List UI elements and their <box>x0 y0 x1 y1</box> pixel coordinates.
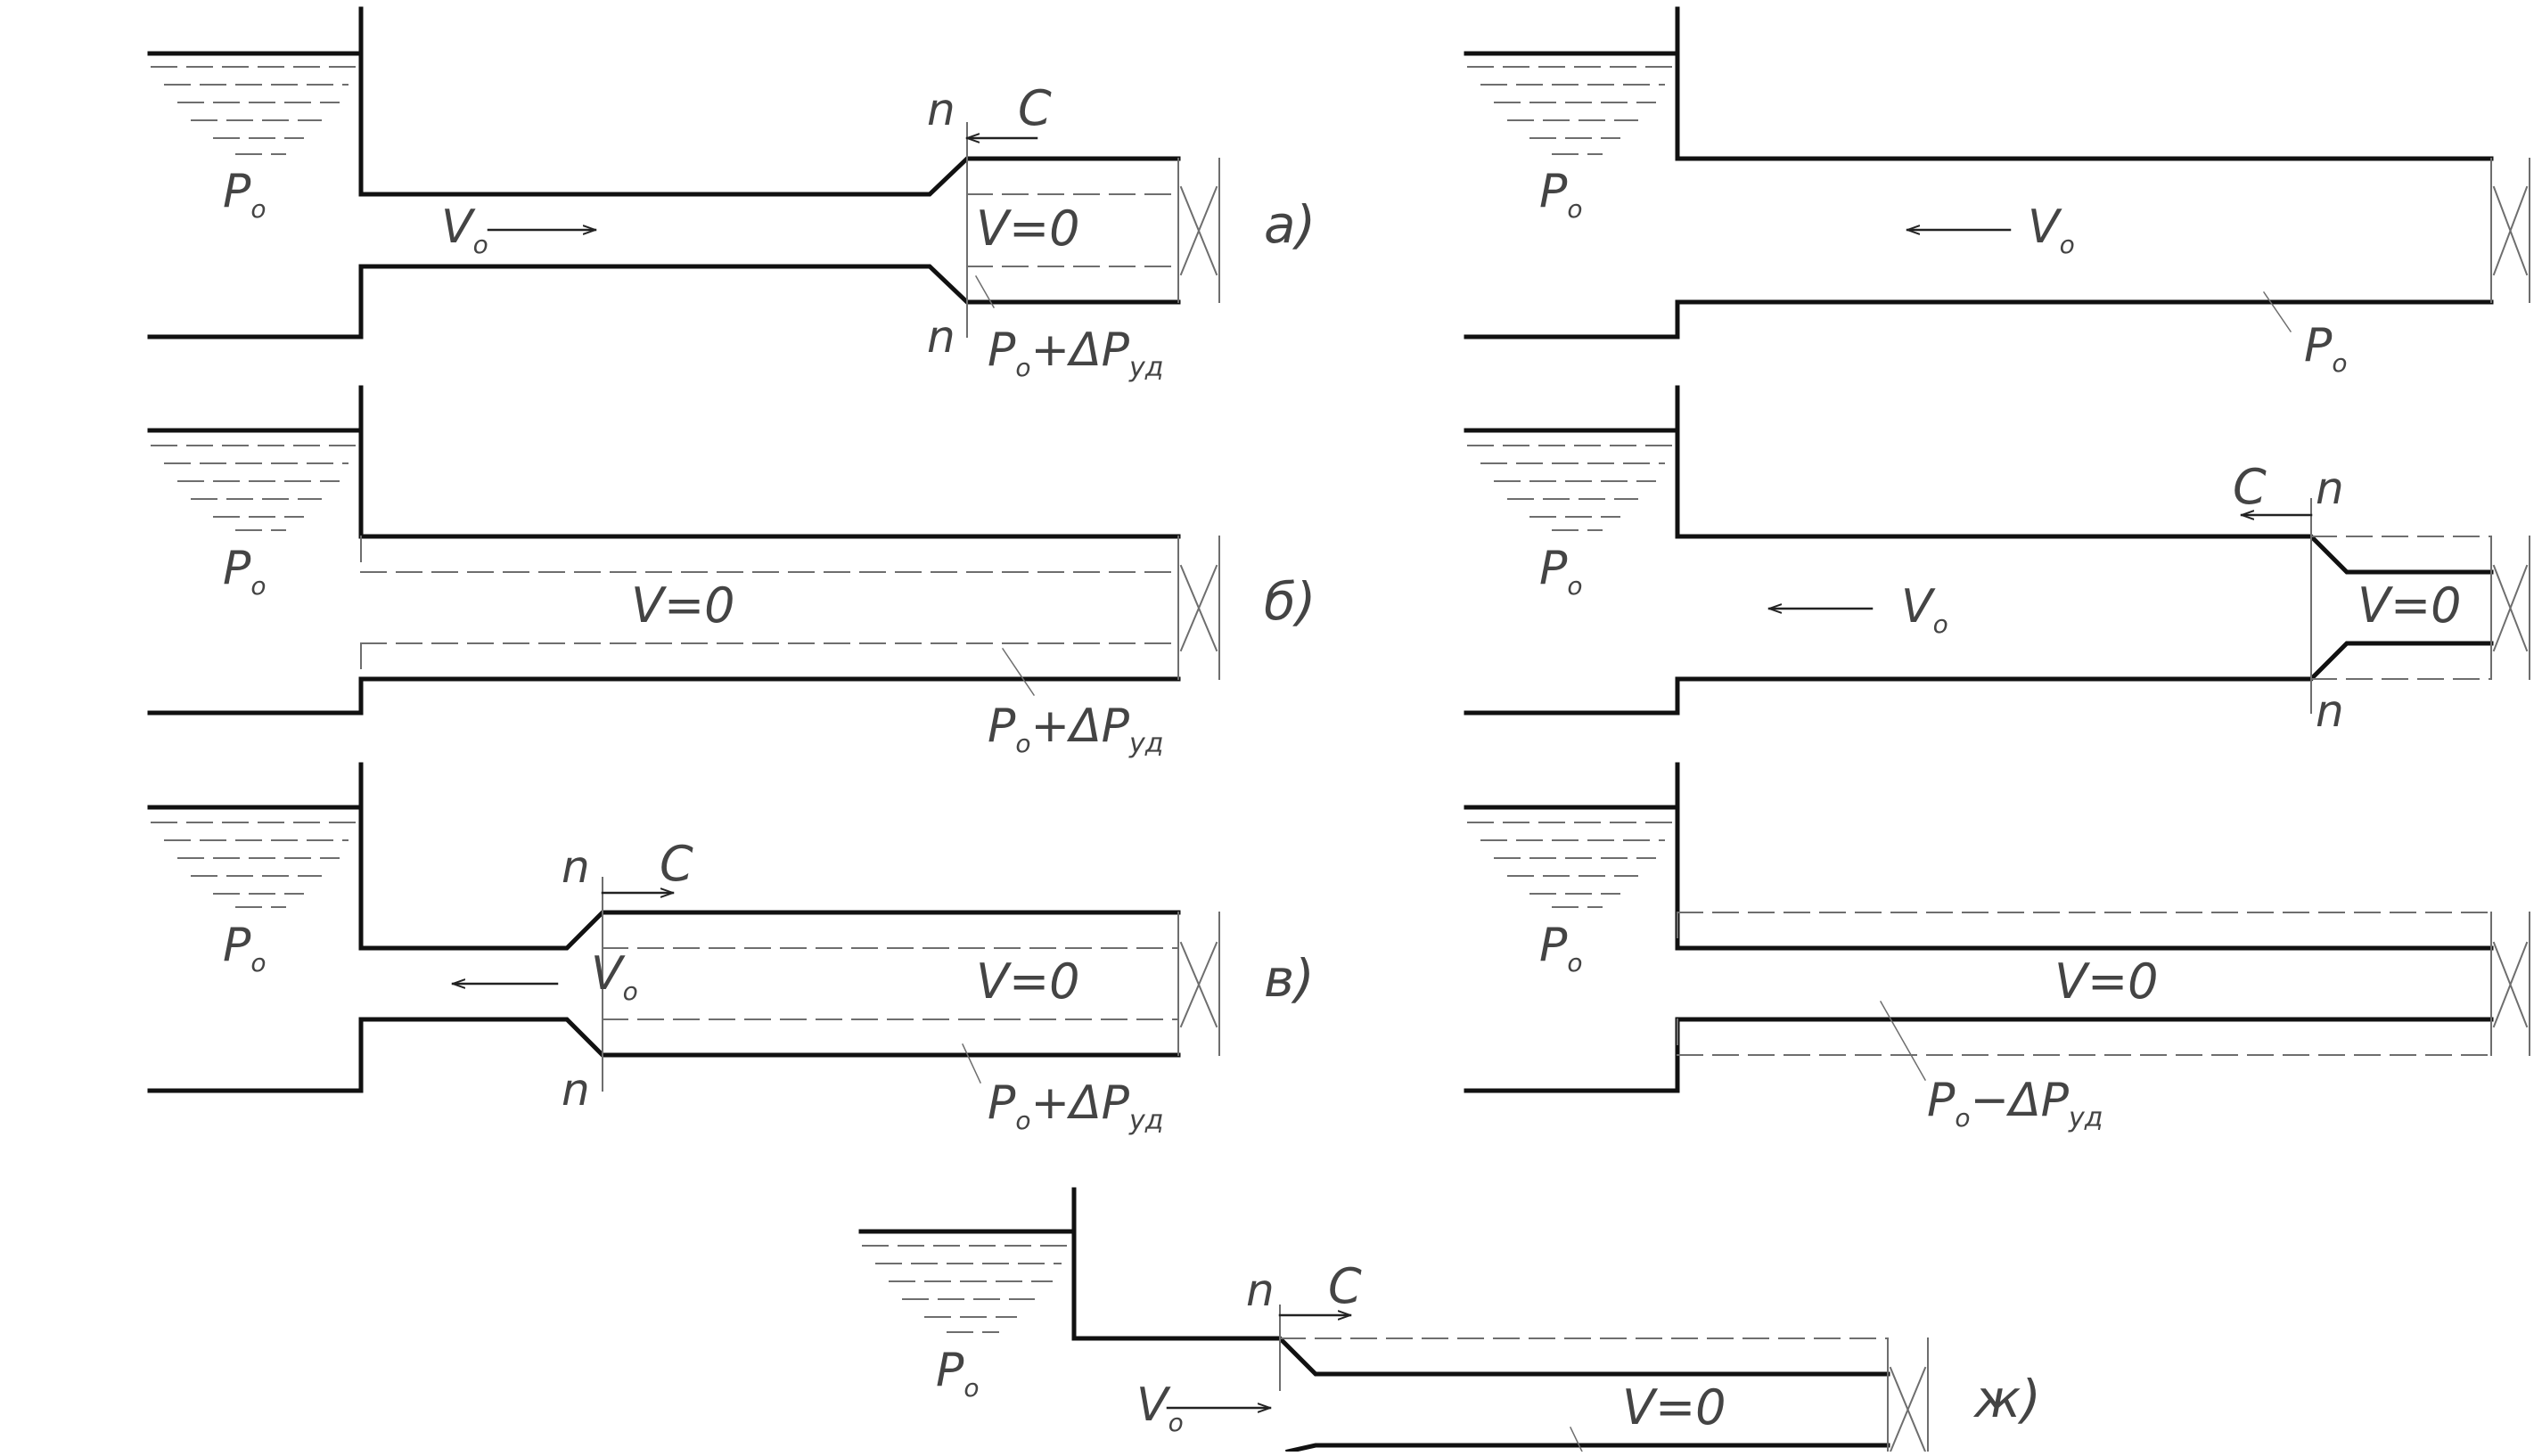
water-surface-d <box>1467 445 1674 531</box>
reservoir-g <box>1464 6 2494 339</box>
c-label-d: C <box>2233 459 2267 515</box>
panel-a: Pо Vо n C n V=0 Pо+ΔPуд а) <box>147 6 1316 383</box>
n-bottom-label-d: n <box>2316 685 2344 737</box>
p0-label-d: Pо <box>1539 542 1583 601</box>
valve-d <box>2490 536 2530 680</box>
reservoir-v <box>147 762 1181 1093</box>
pressure-label-b: Pо+ΔPуд <box>988 699 1164 759</box>
pressure-zone-zh <box>1279 1305 1889 1391</box>
panel-b: Pо V=0 Pо+ΔPуд б) <box>147 385 1316 759</box>
water-surface-e <box>1467 822 1674 908</box>
pressure-zone-a <box>966 122 1179 338</box>
valve-a <box>1177 158 1220 303</box>
p0-label-zh: Pо <box>936 1344 980 1403</box>
leader-b <box>1001 647 1036 697</box>
leader-zh <box>1569 1426 1584 1453</box>
v-zero-label-v: V=0 <box>976 953 1080 1010</box>
v0-label-g: Vо <box>2028 200 2075 259</box>
pressure-zone-d <box>2310 498 2492 714</box>
pressure-label-a: Pо+ΔPуд <box>988 323 1164 383</box>
p0-label-v: Pо <box>223 919 266 977</box>
panel-d: Pо Vо C n n V=0 <box>1464 385 2530 737</box>
leader-a <box>974 274 996 309</box>
pressure-zone-e <box>1677 912 2492 1056</box>
pressure-label-e: Pо−ΔPуд <box>1927 1074 2103 1133</box>
p0-label-e: Pо <box>1539 919 1583 977</box>
reservoir-a <box>147 6 1181 339</box>
water-surface-v <box>151 822 357 908</box>
valve-zh <box>1887 1337 1929 1453</box>
v0-label-a: Vо <box>441 200 488 259</box>
v-zero-label-a: V=0 <box>976 200 1080 257</box>
leader-g <box>2262 290 2292 333</box>
panel-letter-zh: ж) <box>1972 1369 2041 1429</box>
pressure-label-v: Pо+ΔPуд <box>988 1076 1164 1136</box>
v-zero-label-e: V=0 <box>2054 953 2159 1010</box>
panel-letter-a: а) <box>1264 194 1316 255</box>
panel-letter-b: б) <box>1264 571 1316 632</box>
panel-zh: Pо Vо n C V=0 ж) <box>858 1187 2041 1454</box>
p0-label-g: Pо <box>1539 165 1583 224</box>
panel-g: Pо Vо Pо <box>1464 6 2530 378</box>
reservoir-d <box>1464 385 2494 716</box>
n-top-label-a: n <box>927 84 955 135</box>
water-surface-a <box>151 66 357 155</box>
panel-e: Pо V=0 Pо−ΔPуд <box>1464 762 2530 1133</box>
n-top-label-v: n <box>562 841 590 893</box>
water-surface-g <box>1467 66 1674 155</box>
valve-e <box>2490 912 2530 1056</box>
n-bottom-label-v: n <box>562 1064 590 1116</box>
pressure-zone-b <box>360 536 1179 680</box>
panel-letter-v: в) <box>1264 948 1315 1009</box>
reservoir-e <box>1464 762 2494 1093</box>
p0-label-b: Pо <box>223 542 266 601</box>
leader-v <box>962 1043 981 1084</box>
v0-label-zh: Vо <box>1136 1378 1184 1437</box>
v-zero-label-zh: V=0 <box>1622 1379 1726 1436</box>
leader-e <box>1879 1000 1927 1082</box>
water-surface-zh <box>862 1245 1070 1333</box>
panel-v: Pо Vо n C n V=0 Pо+ΔPуд в) <box>147 762 1315 1136</box>
valve-v <box>1177 912 1220 1056</box>
v0-label-d: Vо <box>1901 580 1948 639</box>
valve-b <box>1177 536 1220 680</box>
n-bottom-label-a: n <box>927 311 955 363</box>
water-surface-b <box>151 445 357 531</box>
pressure-zone-v <box>602 877 1179 1092</box>
n-top-label-d: n <box>2316 462 2344 514</box>
v-zero-label-b: V=0 <box>631 577 735 634</box>
c-label-v: C <box>660 836 693 892</box>
p0-label-a: Pо <box>223 165 266 224</box>
c-label-a: C <box>1018 80 1052 136</box>
n-top-label-zh: n <box>1246 1264 1275 1316</box>
reservoir-zh <box>858 1187 1890 1454</box>
valve-g <box>2490 158 2530 303</box>
reservoir-b <box>147 385 1181 716</box>
c-label-zh: C <box>1328 1258 1362 1314</box>
v0-label-v: Vо <box>591 947 638 1006</box>
pressure-label-g: Pо <box>2304 319 2348 378</box>
v-zero-label-d: V=0 <box>2358 577 2462 634</box>
